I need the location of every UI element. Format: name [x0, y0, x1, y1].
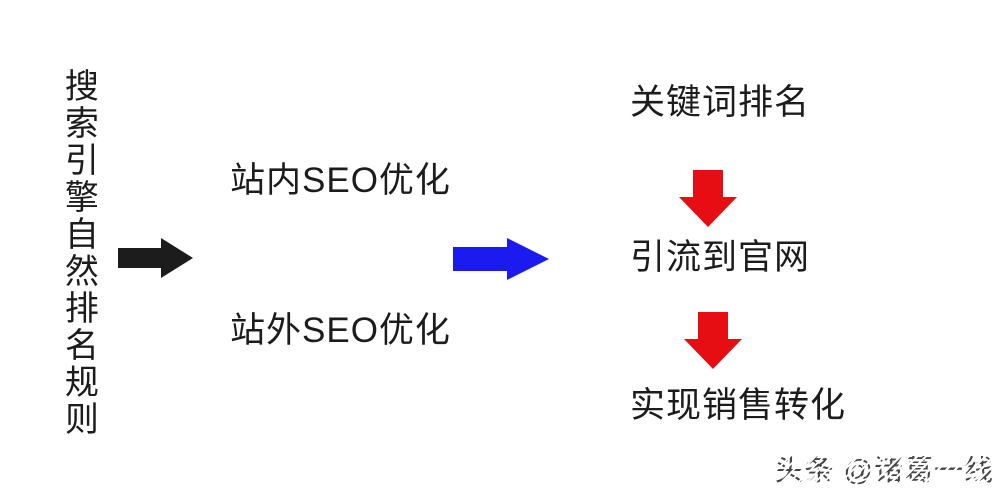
- sales-conversion-label: 实现销售转化: [630, 386, 847, 425]
- traffic-to-site-label: 引流到官网: [630, 238, 811, 277]
- onsite-seo-label: 站内SEO优化: [230, 161, 451, 200]
- black-right-arrow-icon: [118, 238, 193, 278]
- watermark: 头条 @诸葛一线: [774, 455, 994, 487]
- source-title: 搜索引擎自然排名规则: [59, 68, 98, 438]
- keyword-ranking-label: 关键词排名: [630, 83, 811, 122]
- red-down-arrow-icon-2: [684, 312, 742, 369]
- blue-right-arrow-icon: [453, 238, 549, 280]
- offsite-seo-label: 站外SEO优化: [230, 311, 451, 350]
- red-down-arrow-icon-1: [679, 170, 737, 227]
